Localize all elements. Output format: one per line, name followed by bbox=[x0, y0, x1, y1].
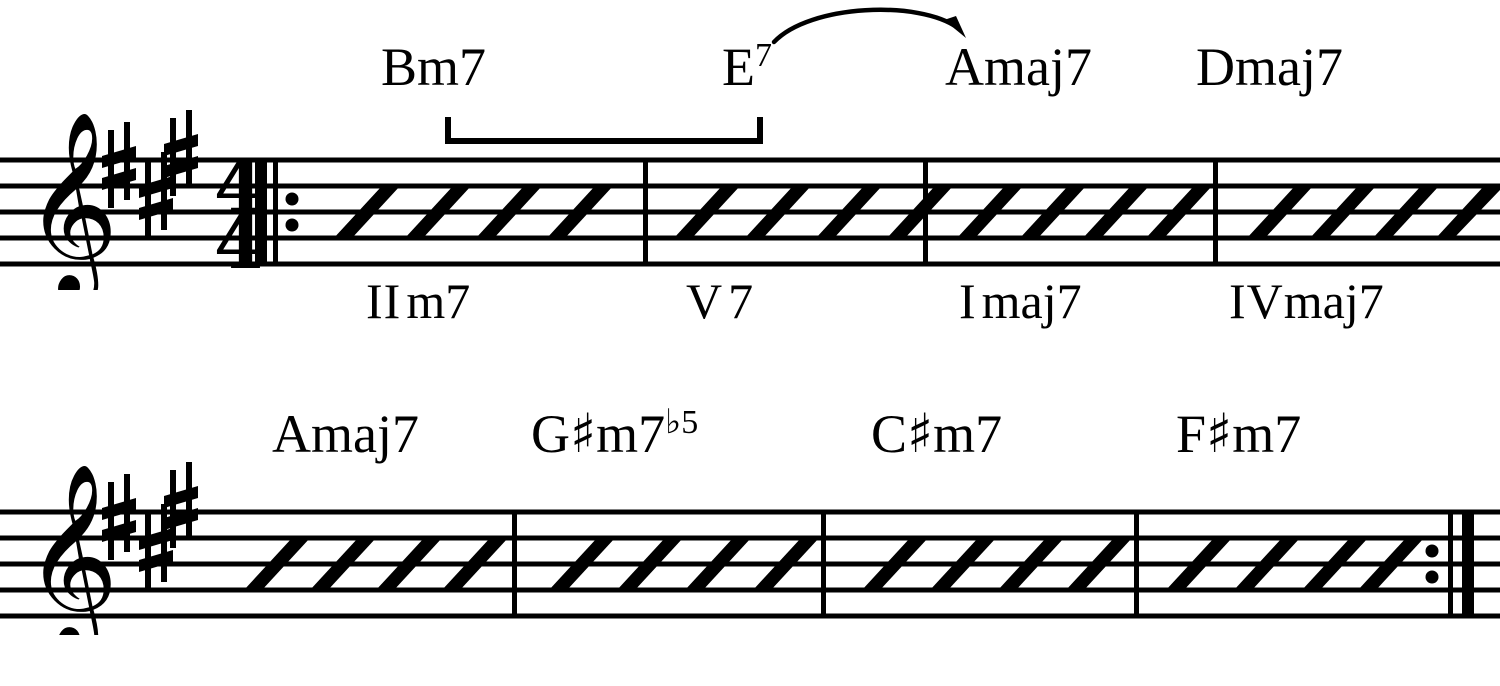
chord-root-text: C bbox=[871, 404, 908, 464]
sharp-glyph: ♯ bbox=[907, 402, 934, 465]
chord-root-text: Dmaj7 bbox=[1196, 37, 1343, 97]
treble-clef-icon: 𝄞 bbox=[24, 461, 119, 635]
staff-1: 𝄞 bbox=[0, 109, 1500, 290]
chord-root-text: E bbox=[722, 37, 755, 97]
flat-glyph: ♭ bbox=[665, 404, 682, 441]
barline bbox=[643, 158, 648, 266]
end-repeat-barline bbox=[1425, 510, 1474, 618]
barline bbox=[821, 510, 826, 618]
chord-superscript-text: 7 bbox=[755, 37, 772, 74]
sharp-glyph: ♯ bbox=[1206, 402, 1233, 465]
chord-quality-text: m7 bbox=[1232, 404, 1302, 464]
start-repeat-barline bbox=[255, 158, 299, 266]
roman-suffix-text: maj7 bbox=[981, 273, 1082, 329]
ii-v-bracket bbox=[445, 117, 763, 144]
sharp-icon bbox=[164, 110, 198, 196]
chord-symbol-amaj7: Amaj7 bbox=[945, 40, 1092, 94]
roman-numeral-text: I bbox=[959, 273, 977, 329]
barline bbox=[923, 158, 928, 266]
rhythm-slashes-measure-8 bbox=[1166, 538, 1424, 590]
sharp-icon bbox=[164, 462, 198, 548]
staff-system-2: Amaj7 G♯m7♭5 C♯m7 F♯m7 𝄞 bbox=[0, 345, 1500, 686]
barline bbox=[1134, 510, 1139, 618]
rhythm-slashes-measure-2 bbox=[674, 186, 953, 238]
chord-symbol-gsharp-m7-flat5: G♯m7♭5 bbox=[531, 404, 699, 464]
chord-symbol-bm7: Bm7 bbox=[381, 40, 486, 94]
chord-symbol-e7: E7 bbox=[722, 37, 772, 97]
sharp-icon bbox=[139, 504, 173, 590]
chord-symbol-amaj7-2: Amaj7 bbox=[272, 407, 419, 461]
chord-quality-text: m7 bbox=[933, 404, 1003, 464]
rhythm-slashes-measure-1 bbox=[334, 186, 613, 238]
rhythm-slashes-measure-4 bbox=[1247, 186, 1500, 238]
roman-numeral-text: II bbox=[366, 273, 402, 329]
chord-symbol-fsharp-m7: F♯m7 bbox=[1176, 404, 1302, 464]
sharp-icon bbox=[102, 474, 136, 560]
barline bbox=[512, 510, 517, 618]
resolution-arrow-icon bbox=[771, 7, 966, 45]
roman-suffix-text: maj7 bbox=[1283, 273, 1384, 329]
barline bbox=[1213, 158, 1218, 266]
chord-root-text: F bbox=[1176, 404, 1207, 464]
roman-numeral-text: V bbox=[686, 273, 724, 329]
rhythm-slashes-measure-5 bbox=[244, 538, 508, 590]
chord-root-text: Amaj7 bbox=[272, 404, 419, 464]
staff-system-1: Bm7 E7 Amaj7 Dmaj7 bbox=[0, 0, 1500, 340]
sharp-icon bbox=[139, 152, 173, 238]
roman-numeral-ivmaj7: IVmaj7 bbox=[1229, 276, 1384, 326]
rhythm-slashes-measure-3 bbox=[957, 186, 1212, 238]
chord-root-text: Bm7 bbox=[381, 37, 487, 97]
staff-2: 𝄞 bbox=[0, 461, 1500, 635]
chord-quality-text: m7 bbox=[596, 404, 666, 464]
roman-numeral-text: IV bbox=[1229, 273, 1284, 329]
rhythm-slashes-measure-7 bbox=[862, 538, 1132, 590]
key-signature-sharps bbox=[102, 110, 198, 238]
chord-symbol-csharp-m7: C♯m7 bbox=[871, 404, 1003, 464]
chord-root-text: Amaj7 bbox=[945, 37, 1092, 97]
key-signature-sharps bbox=[102, 462, 198, 590]
chord-alteration-text: 5 bbox=[681, 404, 699, 441]
rhythm-slashes-measure-6 bbox=[549, 538, 819, 590]
treble-clef-icon: 𝄞 bbox=[24, 109, 119, 290]
chord-root-text: G bbox=[531, 404, 570, 464]
chord-symbol-dmaj7: Dmaj7 bbox=[1196, 40, 1343, 94]
sharp-glyph: ♯ bbox=[570, 402, 597, 465]
sharp-icon bbox=[102, 122, 136, 208]
roman-suffix-text: m7 bbox=[406, 273, 471, 329]
roman-suffix-text: 7 bbox=[728, 273, 754, 329]
